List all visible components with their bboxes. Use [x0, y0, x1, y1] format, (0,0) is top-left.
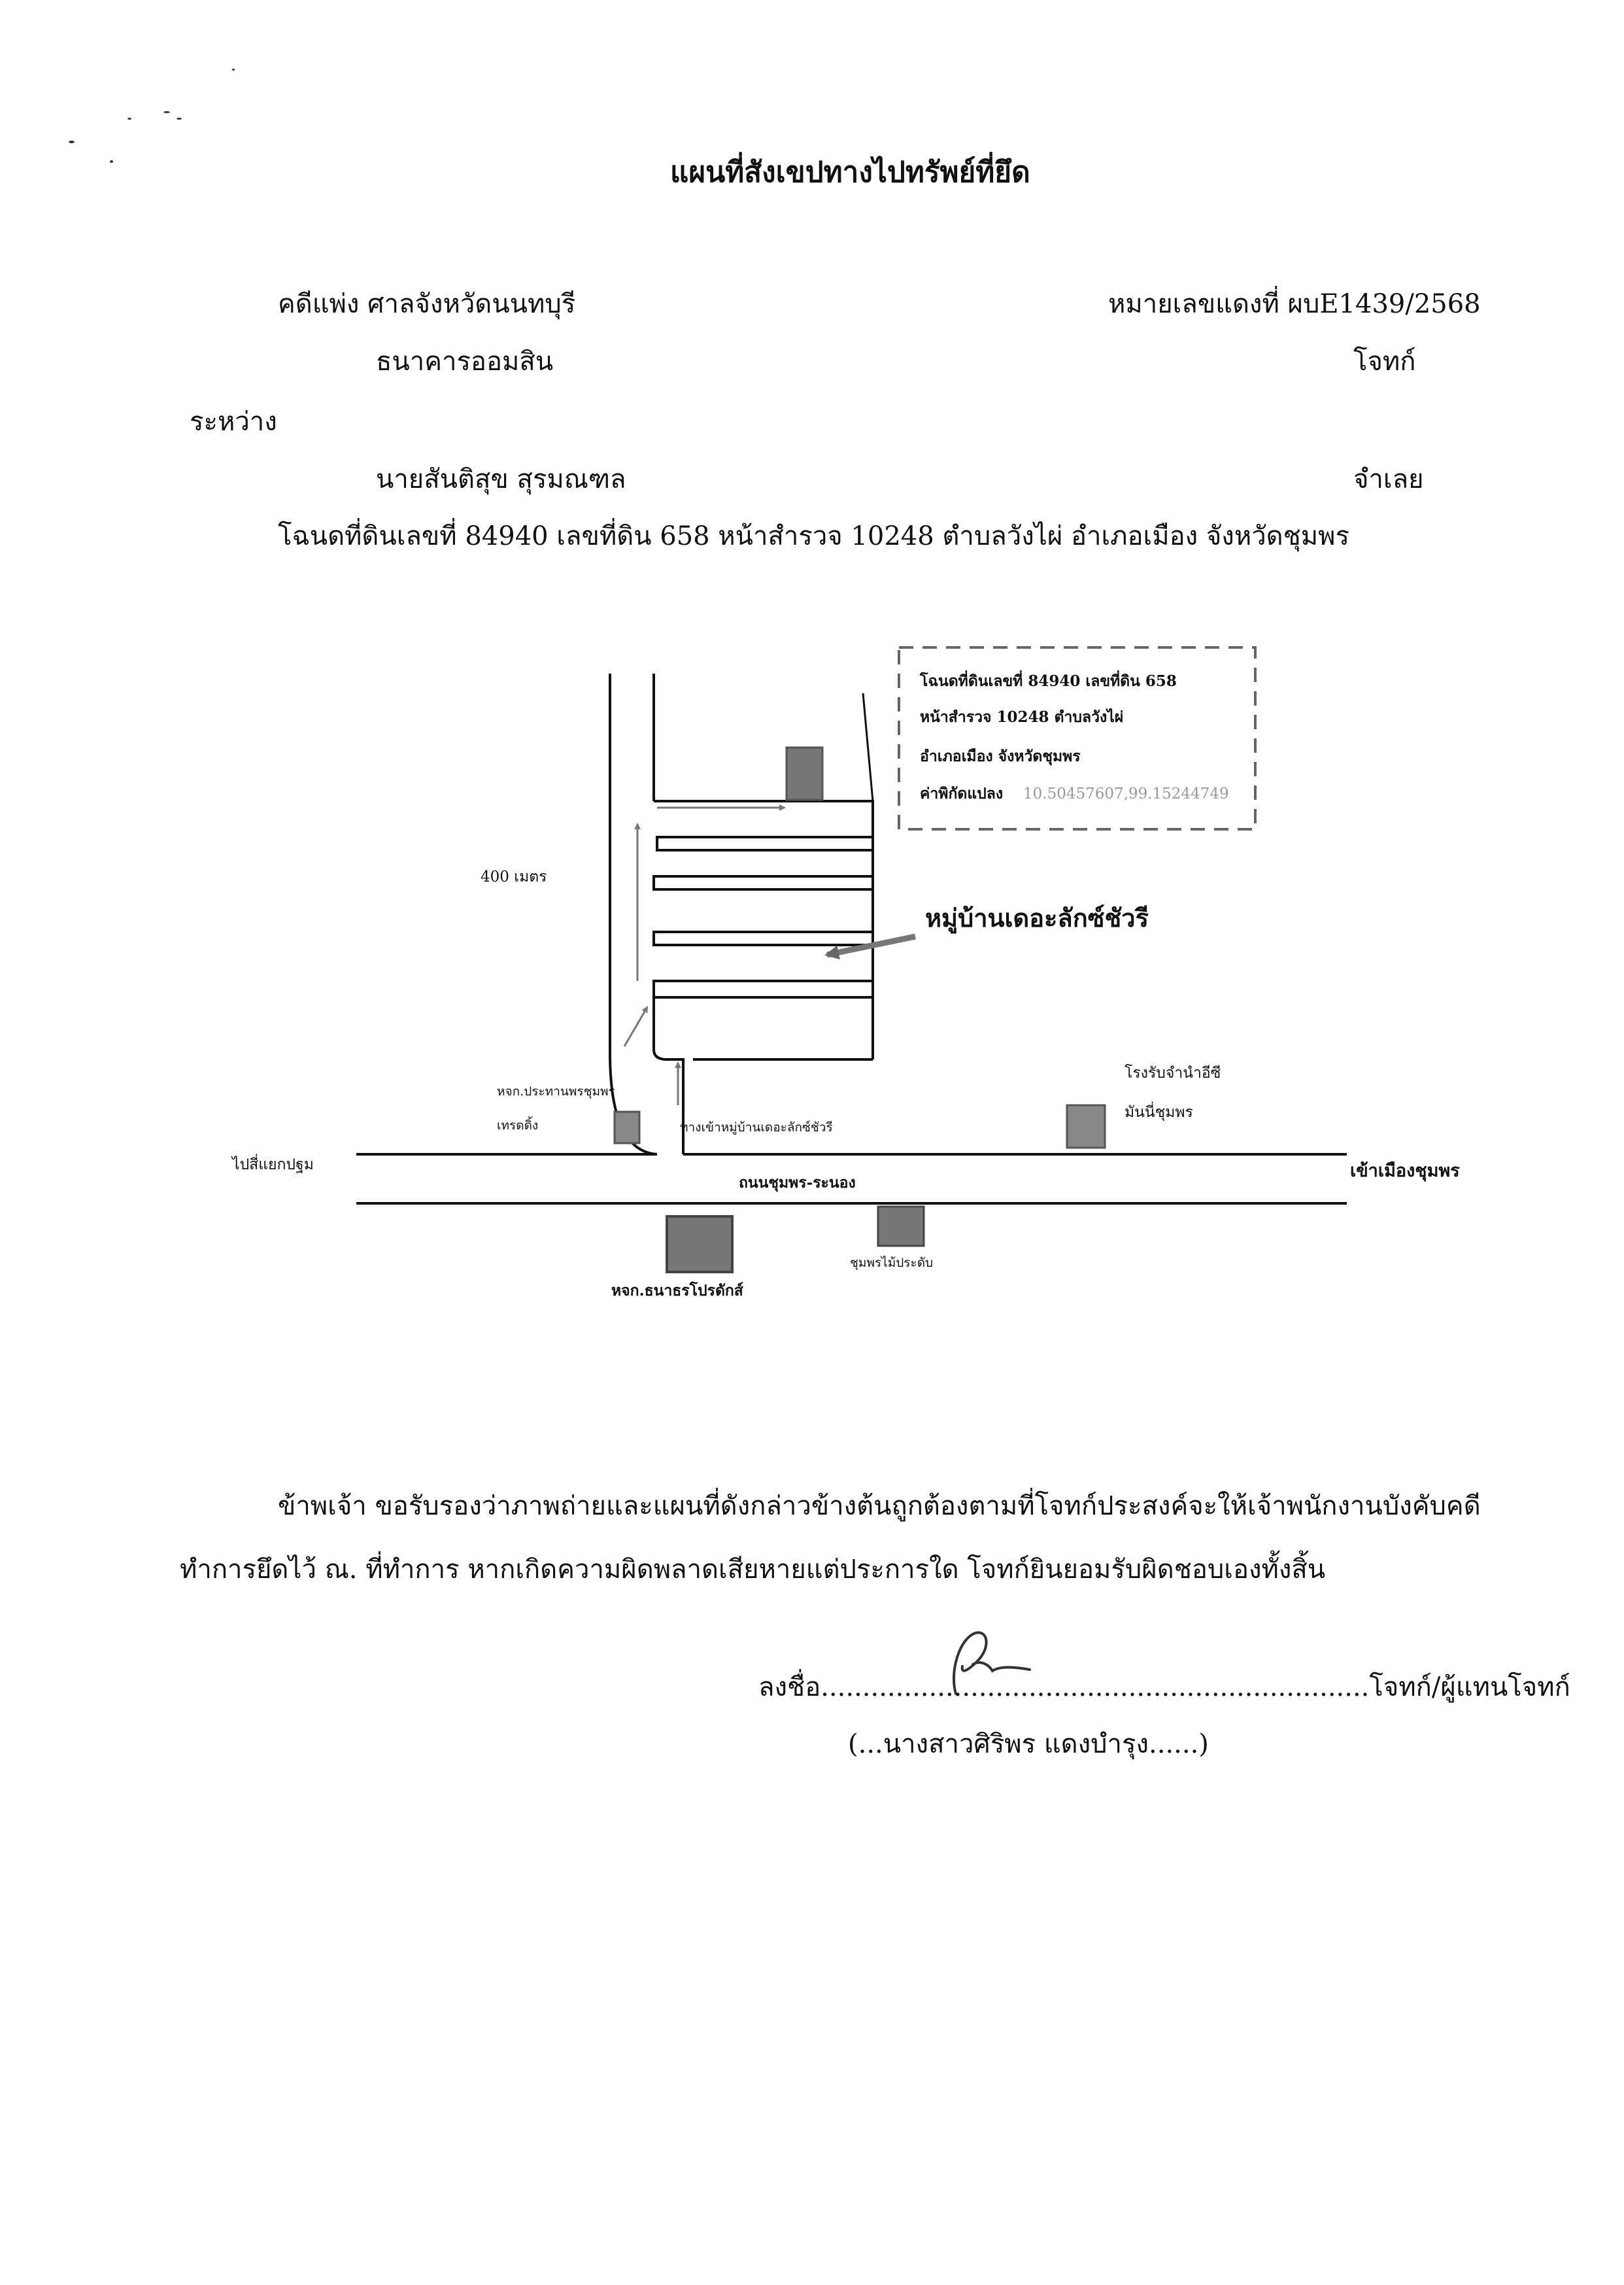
soi-corner-right	[652, 997, 685, 1154]
landmark-plants-marker	[877, 1205, 925, 1247]
village-block-upper-right	[862, 693, 874, 802]
route-arrow	[623, 1006, 649, 1047]
page-title: แผนที่สังเขปทางไปทรัพย์ที่ยึด	[670, 156, 1030, 189]
landmark-prakan-label-2: เทรดดิ้ง	[497, 1118, 539, 1133]
landmark-dhanatorn-marker	[666, 1215, 734, 1273]
between-label: ระหว่าง	[190, 407, 277, 437]
parcel-info-box	[898, 646, 1257, 831]
landmark-prakan-marker	[613, 1110, 641, 1144]
left-direction-label: ไปสี่แยกปฐม	[232, 1156, 314, 1173]
scan-speck	[69, 141, 75, 143]
landmark-pawn-marker	[1066, 1104, 1106, 1149]
infobox-deed-line: โฉนดที่ดินเลขที่ 84940 เลขที่ดิน 658	[920, 672, 1177, 690]
infobox-district-line: อำเภอเมือง จังหวัดชุมพร	[920, 747, 1081, 765]
signature-mark	[953, 1631, 1031, 1695]
defendant-role: จำเลย	[1353, 464, 1424, 494]
landmark-dhanatorn-label: หจก.ธนาธรโปรดักส์	[611, 1282, 743, 1299]
scan-speck	[232, 69, 235, 71]
village-entrance-label: ทางเข้าหมู่บ้านเดอะลักซ์ชัวรี	[680, 1120, 833, 1135]
scan-speck	[163, 111, 170, 113]
village-pointer-arrow	[824, 933, 916, 960]
landmark-pawn-label-1: โรงรับจำนำอีซี	[1125, 1065, 1221, 1082]
infobox-coordinate-label: ค่าพิกัดแปลง	[920, 785, 1004, 802]
landmark-pawn-label-2: มันนี่ชุมพร	[1125, 1104, 1193, 1121]
seized-property-marker	[785, 746, 824, 801]
landmark-prakan-label-1: หจก.ประทานพรชุมพร	[497, 1084, 615, 1099]
court-name: คดีแพ่ง ศาลจังหวัดนนทบุรี	[278, 289, 576, 319]
plaintiff-role: โจทก์	[1353, 347, 1416, 377]
certification-line-1: ข้าพเจ้า ขอรับรองว่าภาพถ่ายและแผนที่ดังก…	[278, 1491, 1481, 1521]
plaintiff-name: ธนาคารออมสิน	[376, 347, 554, 377]
scan-speck	[177, 118, 182, 120]
certification-line-2: ทำการยึดไว้ ณ. ที่ทำการ หากเกิดความผิดพล…	[180, 1555, 1326, 1585]
scan-speck	[127, 118, 131, 120]
right-direction-label: เข้าเมืองชุมพร	[1350, 1161, 1460, 1181]
signature-line: ลงชื่อ..................................…	[758, 1672, 1570, 1702]
landmark-plants-label: ชุมพรไม้ประดับ	[850, 1256, 934, 1270]
infobox-survey-line: หน้าสำรวจ 10248 ตำบลวังไผ่	[920, 708, 1124, 726]
distance-label: 400 เมตร	[481, 868, 547, 885]
scan-speck	[110, 160, 113, 163]
village-label: หมู่บ้านเดอะลักซ์ชัวรี	[925, 903, 1149, 933]
village-block-outline	[652, 800, 874, 999]
red-case-number: หมายเลขแดงที่ ผบE1439/2568	[1108, 289, 1481, 319]
deed-details: โฉนดที่ดินเลขที่ 84940 เลขที่ดิน 658 หน้…	[278, 521, 1350, 551]
defendant-name: นายสันติสุข สุรมณฑล	[376, 464, 626, 494]
road-name-label: ถนนชุมพร-ระนอง	[739, 1174, 856, 1192]
signer-name: (...นางสาวศิริพร แดงบำรุง......)	[848, 1729, 1209, 1759]
infobox-coordinate-value: 10.50457607,99.15244749	[1023, 785, 1229, 802]
